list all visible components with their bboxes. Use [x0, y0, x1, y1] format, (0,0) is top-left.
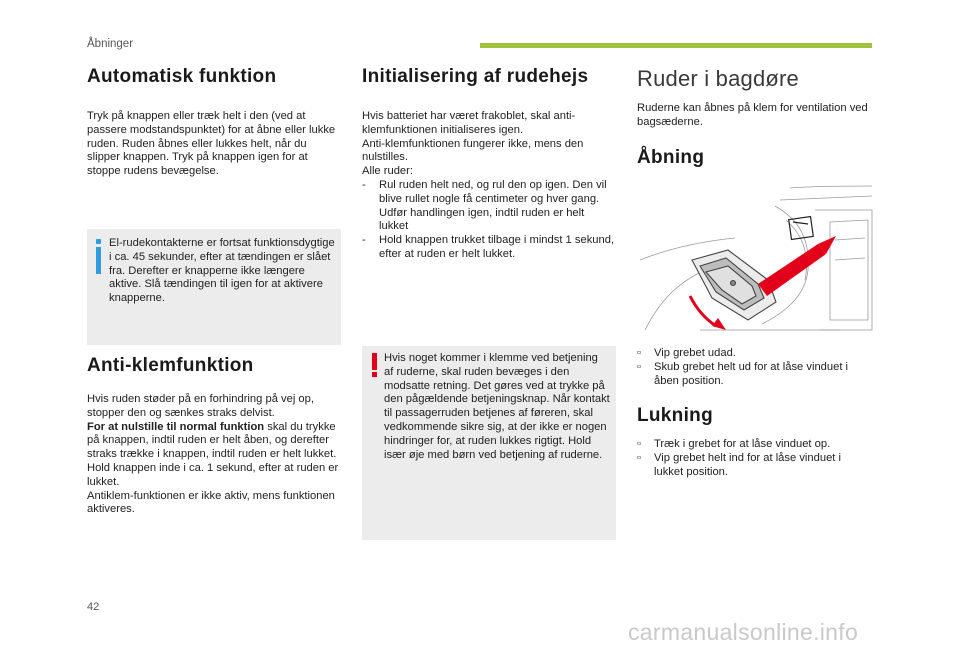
header-accent-line — [480, 43, 872, 48]
rear-window-latch-illustration — [640, 185, 873, 331]
list-item: ▫Vip grebet helt ind for at låse vinduet… — [637, 452, 841, 478]
warning-text: Hvis noget kommer i klemme ved betjening… — [384, 352, 610, 461]
closing-steps-list: ▫Træk i grebet for at låse vinduet op. ▫… — [637, 438, 873, 479]
column-1: Automatisk funktion Tryk på knappen elle… — [87, 66, 341, 179]
list-item: -Hold knappen trukket tilbage i mindst 1… — [362, 234, 615, 260]
init-p2: Anti-klemfunktionen fungerer ikke, mens … — [362, 137, 584, 164]
init-p1: Hvis batteriet har været frakoblet, skal… — [362, 110, 576, 136]
info-box: El-rudekontakterne er fortsat funktionsd… — [87, 229, 341, 345]
watermark: carmanualsonline.info — [628, 619, 859, 645]
heading-closing: Lukning — [637, 405, 713, 427]
heading-rear-windows: Ruder i bagdøre — [637, 66, 799, 91]
init-p3: Alle ruder: — [362, 165, 413, 178]
page-number: 42 — [87, 601, 100, 613]
checkbox-bullet-icon: ▫ — [637, 438, 641, 451]
heading-opening: Åbning — [637, 146, 705, 168]
reset-bold-text: For at nulstille til normal funktion — [87, 420, 265, 433]
info-text: El-rudekontakterne er fortsat funktionsd… — [109, 237, 335, 305]
list-item: -Rul ruden helt ned, og rul den op igen.… — [362, 178, 607, 233]
list-item: ▫Skub grebet helt ud for at låse vinduet… — [637, 360, 849, 387]
heading-initialisation: Initialisering af rudehejs — [362, 66, 589, 87]
anti-pinch-text-b: skal du trykke på knappen, indtil ruden … — [87, 420, 339, 488]
column-3: Ruder i bagdøre Ruderne kan åbnes på kle… — [637, 66, 873, 169]
checkbox-bullet-icon: ▫ — [637, 347, 641, 359]
list-item: ▫Træk i grebet for at låse vinduet op. — [637, 438, 831, 451]
column-1-lower: Anti-klemfunktion Hvis ruden støder på e… — [87, 355, 341, 517]
checkbox-bullet-icon: ▫ — [637, 360, 641, 373]
paragraph-automatic-intro: Tryk på knappen eller træk helt i den (v… — [87, 110, 336, 178]
info-icon — [93, 239, 105, 275]
heading-anti-pinch: Anti-klemfunktion — [87, 355, 254, 376]
heading-automatic-function: Automatisk funktion — [87, 66, 277, 87]
opening-steps-list: ▫Vip grebet udad. ▫Skub grebet helt ud f… — [637, 347, 873, 388]
anti-pinch-text-a: Hvis ruden støder på en forhindring på v… — [87, 393, 314, 419]
column-3-lower: ▫Vip grebet udad. ▫Skub grebet helt ud f… — [637, 347, 873, 480]
paragraph-rear-intro: Ruderne kan åbnes på klem for ventilatio… — [637, 102, 868, 128]
section-label: Åbninger — [87, 38, 134, 50]
anti-pinch-text-c: Antiklem-funktionen er ikke aktiv, mens … — [87, 489, 335, 516]
init-steps-list: -Rul ruden helt ned, og rul den op igen.… — [362, 179, 616, 262]
checkbox-bullet-icon: ▫ — [637, 452, 641, 465]
warning-icon — [372, 353, 379, 377]
warning-box: Hvis noget kommer i klemme ved betjening… — [362, 346, 616, 540]
paragraph-initialisation: Hvis batteriet har været frakoblet, skal… — [362, 110, 616, 179]
column-2: Initialisering af rudehejs Hvis batterie… — [362, 66, 616, 262]
list-item: ▫Vip grebet udad. — [637, 347, 736, 359]
paragraph-anti-pinch: Hvis ruden støder på en forhindring på v… — [87, 393, 341, 517]
